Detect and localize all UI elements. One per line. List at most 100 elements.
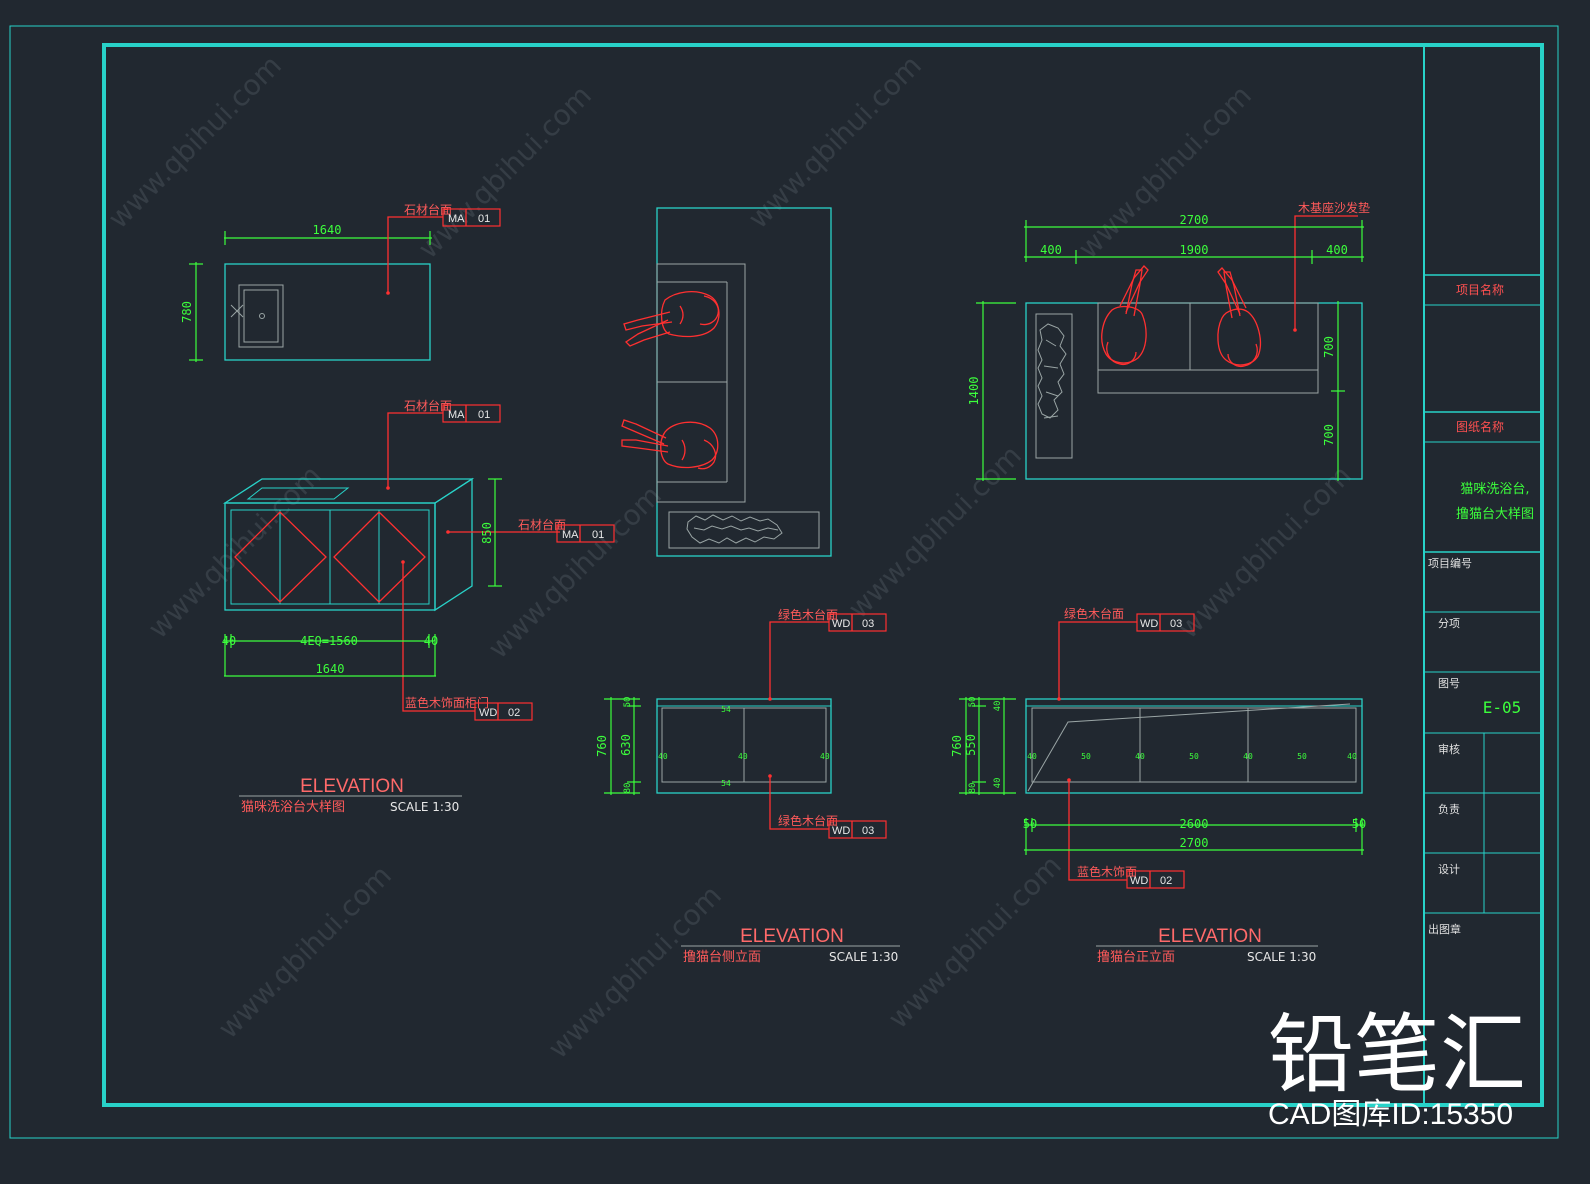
brand-watermark: 铅笔汇: [1268, 1005, 1526, 1105]
view1-scale: SCALE 1:30: [390, 800, 459, 814]
tag-v3-plan-label: 木基座沙发垫: [1298, 200, 1370, 215]
dim-v2-top: 50: [623, 697, 633, 708]
dim-v3f-total-h: 760: [950, 735, 964, 757]
view2-subtitle: 撸猫台侧立面: [683, 950, 761, 965]
view1-subtitle: 猫咪洗浴台大样图: [241, 800, 345, 815]
tag-v2-bottom-label: 绿色木台面: [778, 813, 838, 828]
tag-elev-top-label: 石材台面: [404, 398, 452, 413]
view2-title: ELEVATION: [740, 926, 844, 947]
tag-v3-top-code: WD: [1140, 618, 1158, 630]
mark-v3-3: 40: [1135, 752, 1145, 761]
dim-v2-bot: 80: [623, 783, 633, 794]
tag-v2-bottom-code: WD: [832, 825, 850, 837]
dim-v3-left: 400: [1040, 243, 1062, 257]
view3-elevation: 40 50 40 50 40 50 40 绿色木台面 WD 03 蓝色木饰面 W…: [950, 606, 1366, 965]
stone-column: [1035, 313, 1073, 459]
dim-v3f-mid: 550: [964, 734, 978, 756]
tag-elev-door-label: 蓝色木饰面柜门: [405, 695, 489, 710]
tb-responsible: 负责: [1438, 802, 1460, 816]
tag-elev-side-num: 01: [592, 529, 604, 541]
dim-elev-left: 40: [222, 634, 236, 648]
brand-id-watermark: CAD图库ID:15350: [1268, 1098, 1513, 1131]
tag-plan-box: [442, 208, 501, 227]
watermark-site-3: www.qbihui.com: [742, 49, 928, 235]
mark-v2-2: 54: [721, 779, 731, 788]
tag-v3-bottom-num: 02: [1160, 875, 1172, 887]
view3-scale: SCALE 1:30: [1247, 950, 1316, 964]
tag-elev-top-code: MA: [448, 409, 465, 421]
mark-v2-3: 40: [658, 752, 668, 761]
tag-v3-bottom-label: 蓝色木饰面: [1077, 865, 1137, 879]
dim-elev-total: 1640: [316, 662, 345, 676]
mark-v3-7: 40: [1347, 752, 1357, 761]
dim-elev-right: 40: [424, 634, 438, 648]
tag-plan-num: 01: [478, 213, 490, 225]
watermark-site-5: www.qbihui.com: [142, 459, 328, 645]
dim-v3-depth: 1400: [967, 377, 981, 406]
dim-v3f-mid-w: 2600: [1180, 817, 1209, 831]
view3-title: ELEVATION: [1158, 926, 1262, 947]
dim-elev-height: 850: [480, 522, 494, 544]
tag-plan-code: MA: [448, 213, 465, 225]
view1-plan: 1640 780 石材台面 MA 01: [180, 202, 501, 362]
door-diamond-right: [333, 511, 426, 603]
title-block: 项目名称 图纸名称 猫咪洗浴台, 撸猫台大样图 项目编号 分项 图号 E-05 …: [1423, 45, 1542, 1105]
dim-plan-depth: 780: [180, 301, 194, 323]
wash-counter-plan: [224, 263, 431, 361]
tb-drawing-name: 图纸名称: [1456, 419, 1504, 434]
stone-planter: [668, 511, 820, 549]
mark-v3-6: 50: [1297, 752, 1307, 761]
dim-v3f-left: 50: [1023, 817, 1037, 831]
tag-v3-top-label: 绿色木台面: [1064, 606, 1124, 621]
tag-elev-door-code: WD: [479, 707, 497, 719]
tb-review: 审核: [1438, 742, 1460, 756]
mark-v3-1: 40: [1027, 752, 1037, 761]
figure-front-2: [1217, 267, 1262, 368]
tb-stamp: 出图章: [1428, 922, 1461, 936]
dim-v3f-r-top: 40: [993, 701, 1003, 712]
tag-v3-top-num: 03: [1170, 618, 1182, 630]
tb-drawing-desc-2: 撸猫台大样图: [1456, 507, 1534, 522]
mark-v3-4: 50: [1189, 752, 1199, 761]
dim-v3-lower: 700: [1322, 424, 1336, 446]
mark-v2-5: 40: [820, 752, 830, 761]
watermark-site-10: www.qbihui.com: [542, 879, 728, 1065]
view1-elevation: 石材台面 MA 01 石材台面 MA 01 蓝色木饰面柜门 WD 02 850 …: [222, 398, 615, 815]
tb-project-name: 项目名称: [1456, 282, 1504, 297]
tag-elev-top-num: 01: [478, 409, 490, 421]
view2-scale: SCALE 1:30: [829, 950, 898, 964]
door-diamond-left: [234, 511, 327, 603]
tag-v2-top-code: WD: [832, 618, 850, 630]
watermark-site-4: www.qbihui.com: [1072, 79, 1258, 265]
watermark-site-11: www.qbihui.com: [882, 849, 1068, 1035]
tb-drawing-desc-1: 猫咪洗浴台,: [1460, 482, 1529, 497]
dim-elev-eq: 4EQ=1560: [300, 634, 358, 648]
bench-front-elevation: [1025, 698, 1363, 794]
tag-plan-label: 石材台面: [404, 202, 452, 217]
dim-v3f-top: 50: [968, 697, 978, 708]
dim-v3-upper: 700: [1322, 336, 1336, 358]
outer-frame: [9, 25, 1559, 1139]
view1-title: ELEVATION: [300, 776, 404, 797]
mark-v3-2: 50: [1081, 752, 1091, 761]
dim-v3f-right: 50: [1352, 817, 1366, 831]
tag-elev-door-num: 02: [508, 707, 520, 719]
watermark-site-6: www.qbihui.com: [482, 479, 668, 665]
watermark-site-2: www.qbihui.com: [412, 79, 598, 265]
dim-v3-right: 400: [1326, 243, 1348, 257]
view2-plan: [621, 207, 832, 557]
watermark-site-8: www.qbihui.com: [1172, 459, 1358, 645]
dim-v3f-total-w: 2700: [1180, 836, 1209, 850]
dim-v3f-bot: 80: [968, 783, 978, 794]
dim-v3f-r-bot: 40: [993, 778, 1003, 789]
dim-v3-total: 2700: [1180, 213, 1209, 227]
tb-sheet-no-label: 图号: [1438, 677, 1460, 690]
tag-elev-side-code: MA: [562, 529, 579, 541]
sink-outline: [238, 284, 284, 348]
tb-sheet-no: E-05: [1483, 698, 1522, 717]
mark-v2-4: 40: [738, 752, 748, 761]
tb-section: 分项: [1438, 617, 1460, 630]
view3-subtitle: 撸猫台正立面: [1097, 950, 1175, 965]
figure-side-1: [623, 290, 720, 347]
